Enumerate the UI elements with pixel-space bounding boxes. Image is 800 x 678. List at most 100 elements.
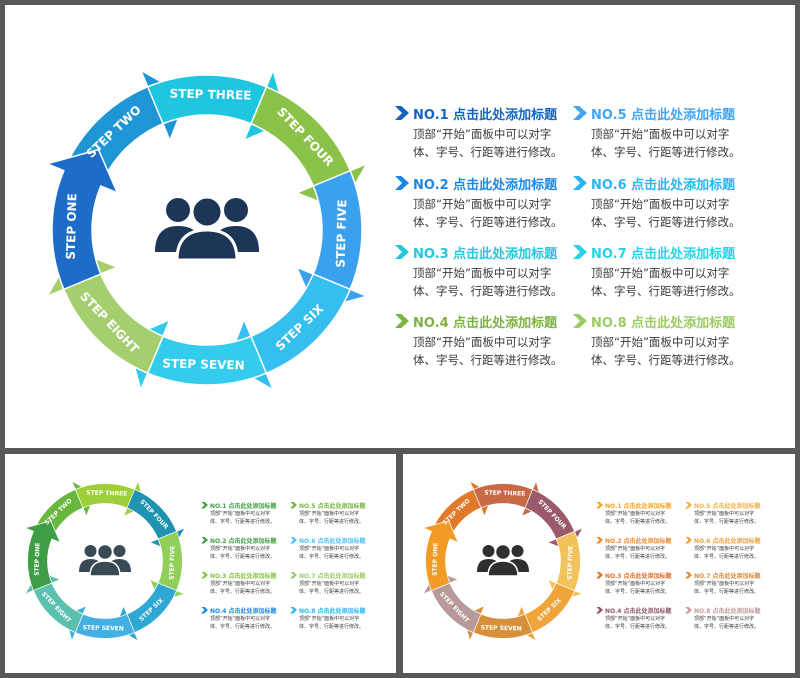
- green-arrow-segment-1: [23, 520, 61, 592]
- warm-item-2-desc-line2: 体、字号、行距等进行修改。: [605, 554, 671, 560]
- chevron-right-icon: [573, 314, 587, 328]
- item-8-title: NO.8 点击此处添加标题: [591, 315, 736, 331]
- chevron-right-icon: [290, 606, 297, 614]
- item-4-title: NO.4 点击此处添加标题: [413, 315, 558, 331]
- warm-item-5-desc: 顶部“开始”面板中可以对字体、字号、行距等进行修改。: [685, 510, 780, 526]
- green-item-7-title: NO.7 点击此处添加标题: [299, 572, 366, 580]
- warm-item-4-title-row: NO.4 点击此处添加标题: [596, 605, 691, 615]
- item-7-desc: 顶部“开始”面板中可以对字体、字号、行距等进行修改。: [573, 264, 748, 300]
- warm-item-7-desc-line1: 顶部“开始”面板中可以对字: [694, 581, 755, 587]
- chevron-right-icon: [596, 536, 603, 544]
- green-item-6-desc-line2: 体、字号、行距等进行修改。: [299, 554, 365, 560]
- green-item-6-desc: 顶部“开始”面板中可以对字体、字号、行距等进行修改。: [290, 545, 385, 561]
- item-8-desc: 顶部“开始”面板中可以对字体、字号、行距等进行修改。: [573, 333, 748, 369]
- item-4: NO.4 点击此处添加标题 顶部“开始”面板中可以对字体、字号、行距等进行修改。: [395, 311, 570, 369]
- item-3-desc-line2: 体、字号、行距等进行修改。: [413, 284, 563, 298]
- chevron-right-icon: [290, 571, 297, 579]
- item-6-desc-line1: 顶部“开始”面板中可以对字: [591, 197, 730, 211]
- chevron-right-icon: [395, 245, 409, 259]
- warm-item-1: NO.1 点击此处添加标题 顶部“开始”面板中可以对字体、字号、行距等进行修改。: [596, 500, 691, 526]
- item-2-title-row: NO.2 点击此处添加标题: [395, 173, 570, 193]
- chevron-right-icon: [201, 536, 208, 544]
- item-5: NO.5 点击此处添加标题 顶部“开始”面板中可以对字体、字号、行距等进行修改。: [573, 103, 748, 161]
- chevron-right-icon: [596, 501, 603, 509]
- green-item-3-desc: 顶部“开始”面板中可以对字体、字号、行距等进行修改。: [201, 580, 296, 596]
- warm-item-2-title: NO.2 点击此处添加标题: [605, 537, 672, 545]
- chevron-right-icon: [201, 571, 208, 579]
- green-item-8-desc-line1: 顶部“开始”面板中可以对字: [299, 616, 360, 622]
- green-item-3-title-row: NO.3 点击此处添加标题: [201, 570, 296, 580]
- green-step-label-5: STEP FIVE: [169, 546, 177, 580]
- green-item-3-desc-line2: 体、字号、行距等进行修改。: [210, 589, 276, 595]
- item-5-title: NO.5 点击此处添加标题: [591, 107, 736, 123]
- chevron-right-icon: [573, 176, 587, 190]
- chevron-right-icon: [201, 606, 208, 614]
- green-item-5: NO.5 点击此处添加标题 顶部“开始”面板中可以对字体、字号、行距等进行修改。: [290, 500, 385, 526]
- green-item-7-desc: 顶部“开始”面板中可以对字体、字号、行距等进行修改。: [290, 580, 385, 596]
- warm-item-8-desc: 顶部“开始”面板中可以对字体、字号、行距等进行修改。: [685, 615, 780, 631]
- warm-item-3-title-row: NO.3 点击此处添加标题: [596, 570, 691, 580]
- warm-item-5-title: NO.5 点击此处添加标题: [694, 502, 761, 510]
- chevron-right-icon: [395, 314, 409, 328]
- item-4-title-row: NO.4 点击此处添加标题: [395, 311, 570, 331]
- warm-item-7-title: NO.7 点击此处添加标题: [694, 572, 761, 580]
- item-7-title-row: NO.7 点击此处添加标题: [573, 242, 748, 262]
- green-item-5-desc-line1: 顶部“开始”面板中可以对字: [299, 511, 360, 517]
- item-6: NO.6 点击此处添加标题 顶部“开始”面板中可以对字体、字号、行距等进行修改。: [573, 173, 748, 231]
- warm-item-6-desc-line2: 体、字号、行距等进行修改。: [694, 554, 760, 560]
- chevron-right-icon: [201, 501, 208, 509]
- green-item-4-desc-line2: 体、字号、行距等进行修改。: [210, 624, 276, 630]
- item-2-desc-line1: 顶部“开始”面板中可以对字: [413, 197, 552, 211]
- people-group-icon: [155, 195, 259, 262]
- green-item-4-desc-line1: 顶部“开始”面板中可以对字: [210, 616, 271, 622]
- warm-item-8-title-row: NO.8 点击此处添加标题: [685, 605, 780, 615]
- green-item-2-desc: 顶部“开始”面板中可以对字体、字号、行距等进行修改。: [201, 545, 296, 561]
- warm-item-5-title-row: NO.5 点击此处添加标题: [685, 500, 780, 510]
- item-6-desc: 顶部“开始”面板中可以对字体、字号、行距等进行修改。: [573, 195, 748, 231]
- green-item-7-desc-line1: 顶部“开始”面板中可以对字: [299, 581, 360, 587]
- warm-item-3-title: NO.3 点击此处添加标题: [605, 572, 672, 580]
- warm-item-7: NO.7 点击此处添加标题 顶部“开始”面板中可以对字体、字号、行距等进行修改。: [685, 570, 780, 596]
- people-group-icon: [79, 543, 131, 577]
- warm-item-8-desc-line2: 体、字号、行距等进行修改。: [694, 624, 760, 630]
- chevron-right-icon: [685, 501, 692, 509]
- warm-item-6-desc: 顶部“开始”面板中可以对字体、字号、行距等进行修改。: [685, 545, 780, 561]
- item-3-desc-line1: 顶部“开始”面板中可以对字: [413, 266, 552, 280]
- green-item-6-title: NO.6 点击此处添加标题: [299, 537, 366, 545]
- warm-item-2-desc-line1: 顶部“开始”面板中可以对字: [605, 546, 666, 552]
- warm-item-1-desc-line2: 体、字号、行距等进行修改。: [605, 519, 671, 525]
- item-4-desc-line2: 体、字号、行距等进行修改。: [413, 353, 563, 367]
- warm-item-1-title: NO.1 点击此处添加标题: [605, 502, 672, 510]
- item-3: NO.3 点击此处添加标题 顶部“开始”面板中可以对字体、字号、行距等进行修改。: [395, 242, 570, 300]
- item-5-desc-line1: 顶部“开始”面板中可以对字: [591, 127, 730, 141]
- warm-item-6: NO.6 点击此处添加标题 顶部“开始”面板中可以对字体、字号、行距等进行修改。: [685, 535, 780, 561]
- green-step-label-7: STEP SEVEN: [83, 624, 124, 632]
- warm-item-3: NO.3 点击此处添加标题 顶部“开始”面板中可以对字体、字号、行距等进行修改。: [596, 570, 691, 596]
- item-1-desc-line2: 体、字号、行距等进行修改。: [413, 145, 563, 159]
- warm-item-5: NO.5 点击此处添加标题 顶部“开始”面板中可以对字体、字号、行距等进行修改。: [685, 500, 780, 526]
- chevron-right-icon: [573, 245, 587, 259]
- warm-item-2-title-row: NO.2 点击此处添加标题: [596, 535, 691, 545]
- item-5-desc: 顶部“开始”面板中可以对字体、字号、行距等进行修改。: [573, 125, 748, 161]
- item-2-title: NO.2 点击此处添加标题: [413, 177, 558, 193]
- item-6-title: NO.6 点击此处添加标题: [591, 177, 736, 193]
- item-2-desc-line2: 体、字号、行距等进行修改。: [413, 215, 563, 229]
- green-step-label-1: STEP ONE: [34, 543, 42, 576]
- warm-item-6-title: NO.6 点击此处添加标题: [694, 537, 761, 545]
- step-label-1: STEP ONE: [64, 193, 80, 260]
- warm-item-4-desc-line2: 体、字号、行距等进行修改。: [605, 624, 671, 630]
- green-item-1-desc-line1: 顶部“开始”面板中可以对字: [210, 511, 271, 517]
- green-item-2-desc-line1: 顶部“开始”面板中可以对字: [210, 546, 271, 552]
- item-3-title: NO.3 点击此处添加标题: [413, 246, 558, 262]
- warm-item-8: NO.8 点击此处添加标题 顶部“开始”面板中可以对字体、字号、行距等进行修改。: [685, 605, 780, 631]
- step-label-5: STEP FIVE: [334, 199, 350, 267]
- chevron-right-icon: [685, 606, 692, 614]
- green-item-3-title: NO.3 点击此处添加标题: [210, 572, 277, 580]
- step-label-3: STEP THREE: [169, 86, 251, 102]
- green-item-1-title: NO.1 点击此处添加标题: [210, 502, 277, 510]
- green-item-8-title-row: NO.8 点击此处添加标题: [290, 605, 385, 615]
- chevron-right-icon: [596, 571, 603, 579]
- item-5-title-row: NO.5 点击此处添加标题: [573, 103, 748, 123]
- green-item-3: NO.3 点击此处添加标题 顶部“开始”面板中可以对字体、字号、行距等进行修改。: [201, 570, 296, 596]
